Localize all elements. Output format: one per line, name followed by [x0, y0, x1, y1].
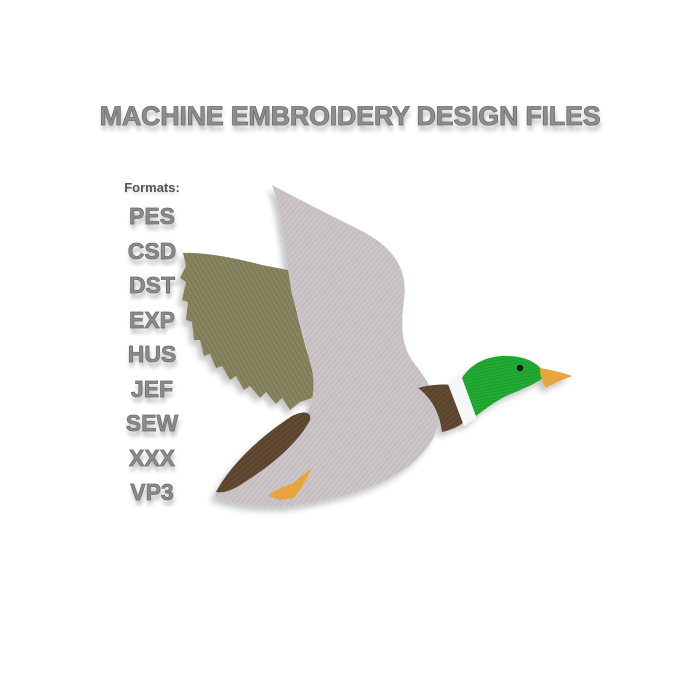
page-title: MACHINE EMBROIDERY DESIGN FILES — [99, 101, 601, 132]
format-item: CSD — [127, 237, 177, 264]
format-item: DST — [129, 272, 176, 299]
format-item: VP3 — [130, 479, 174, 506]
foot — [268, 468, 312, 500]
beak — [540, 368, 572, 388]
belly — [216, 412, 311, 493]
duck-body — [214, 185, 440, 507]
format-item: SEW — [125, 410, 179, 437]
formats-list: Formats: PES CSD DST EXP HUS JEF SEW XXX… — [112, 180, 192, 510]
collar — [448, 376, 476, 426]
eye-icon — [516, 364, 524, 372]
head — [462, 355, 546, 416]
format-item: HUS — [127, 341, 177, 368]
format-item: JEF — [130, 375, 174, 402]
duck-illustration — [180, 185, 572, 507]
back-wing — [180, 252, 318, 410]
format-item: XXX — [128, 444, 176, 471]
format-item: PES — [128, 203, 176, 230]
formats-label: Formats: — [124, 180, 180, 195]
format-item: EXP — [128, 306, 176, 333]
